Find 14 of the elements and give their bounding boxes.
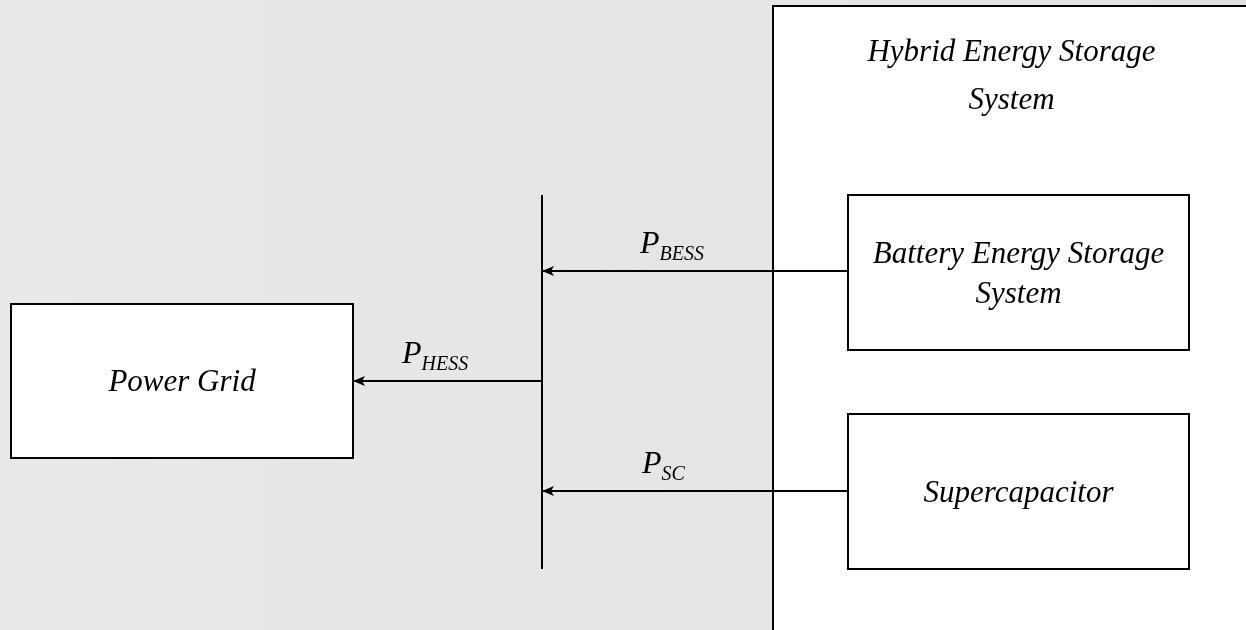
edge-label: P$_{SC}$ [642,444,685,486]
box-label: Supercapacitor [922,472,1115,511]
arrow [542,486,848,496]
box-label: Power Grid [107,362,257,400]
box-label: Battery Energy Storage System [871,233,1166,312]
process-box [847,194,1190,351]
system-container [772,5,1246,630]
arrow [542,266,848,276]
container-title: Hybrid Energy Storage System [866,32,1157,118]
process-box [847,413,1190,570]
process-box [10,303,354,459]
edge-label: P$_{BESS}$ [640,224,704,266]
edge-label: P$_{HESS}$ [402,334,469,376]
arrow [353,376,542,386]
